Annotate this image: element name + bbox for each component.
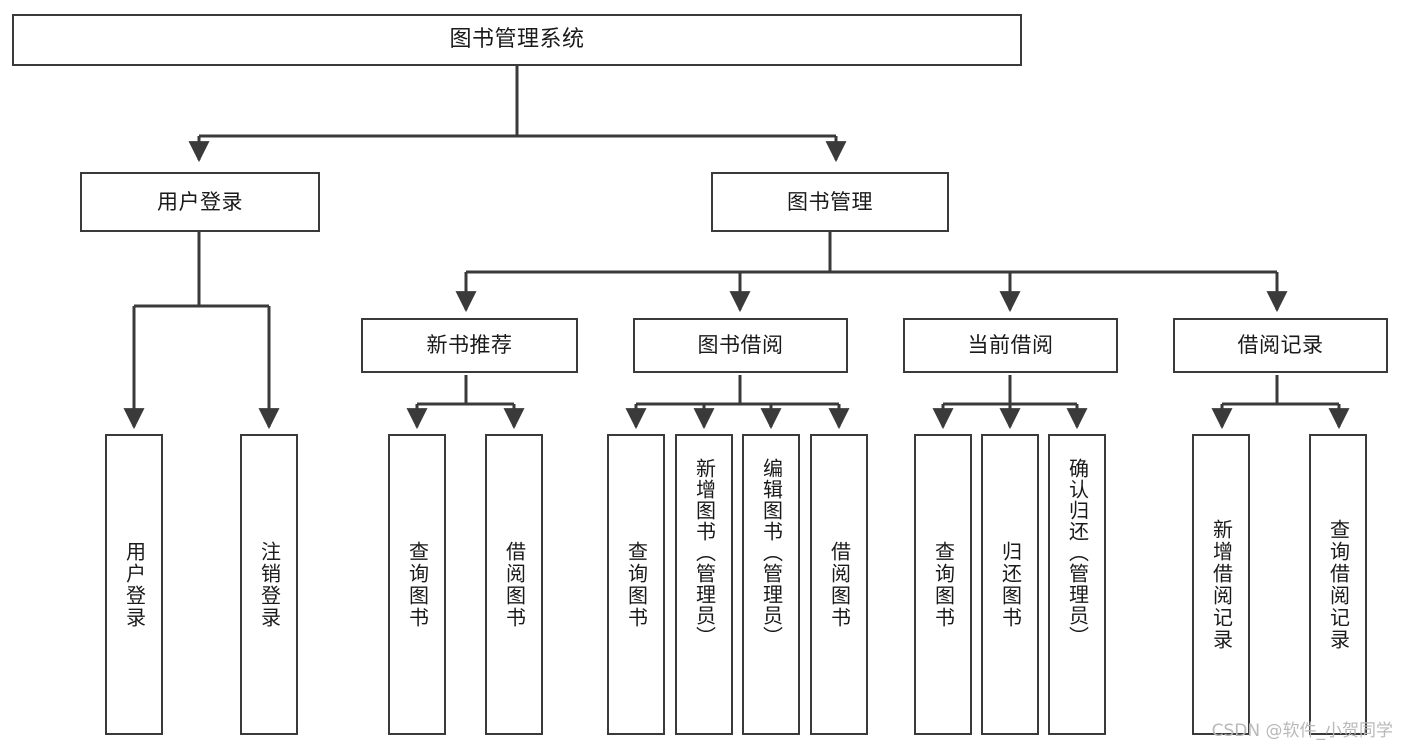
- node-current-borrow[interactable]: 当前借阅: [903, 318, 1118, 373]
- node-leaf-borrow-book-2-label: 借阅图书: [827, 540, 852, 629]
- node-leaf-return-book-label: 归还图书: [998, 540, 1023, 629]
- node-leaf-query-book-1[interactable]: 查询图书: [388, 434, 446, 735]
- node-book-manage-label: 图书管理: [787, 189, 873, 214]
- node-leaf-query-book-3-label: 查询图书: [931, 540, 956, 629]
- node-borrow-record-label: 借阅记录: [1237, 333, 1324, 358]
- node-leaf-query-book-3[interactable]: 查询图书: [914, 434, 972, 735]
- node-leaf-add-book-label: 新增图书（管理员）: [692, 458, 717, 647]
- node-leaf-confirm-return[interactable]: 确认归还（管理员）: [1048, 434, 1106, 735]
- node-book-borrow[interactable]: 图书借阅: [633, 318, 848, 373]
- node-leaf-add-record[interactable]: 新增借阅记录: [1192, 434, 1250, 735]
- node-user-login[interactable]: 用户登录: [80, 172, 320, 232]
- node-leaf-borrow-book-2[interactable]: 借阅图书: [810, 434, 868, 735]
- node-leaf-user-login[interactable]: 用户登录: [105, 434, 163, 735]
- node-new-book-recommend-label: 新书推荐: [426, 333, 513, 358]
- node-borrow-record[interactable]: 借阅记录: [1173, 318, 1388, 373]
- node-leaf-return-book[interactable]: 归还图书: [981, 434, 1039, 735]
- node-new-book-recommend[interactable]: 新书推荐: [361, 318, 578, 373]
- node-leaf-borrow-book-1[interactable]: 借阅图书: [485, 434, 543, 735]
- node-leaf-user-login-label: 用户登录: [122, 540, 147, 629]
- node-leaf-query-record-label: 查询借阅记录: [1326, 518, 1351, 651]
- node-root-label: 图书管理系统: [449, 27, 585, 53]
- node-leaf-query-book-1-label: 查询图书: [405, 540, 430, 629]
- node-leaf-logout-label: 注销登录: [257, 540, 282, 629]
- node-leaf-confirm-return-label: 确认归还（管理员）: [1065, 458, 1090, 647]
- node-leaf-add-record-label: 新增借阅记录: [1209, 518, 1234, 651]
- node-book-manage[interactable]: 图书管理: [711, 172, 949, 232]
- node-leaf-query-record[interactable]: 查询借阅记录: [1309, 434, 1367, 735]
- node-leaf-edit-book-label: 编辑图书（管理员）: [759, 458, 784, 647]
- node-leaf-query-book-2-label: 查询图书: [624, 540, 649, 629]
- node-leaf-query-book-2[interactable]: 查询图书: [607, 434, 665, 735]
- node-leaf-logout[interactable]: 注销登录: [240, 434, 298, 735]
- node-root[interactable]: 图书管理系统: [12, 14, 1022, 66]
- node-current-borrow-label: 当前借阅: [967, 333, 1054, 358]
- watermark-text: CSDN @软件_小贺同学: [1211, 721, 1393, 741]
- node-book-borrow-label: 图书借阅: [697, 333, 784, 358]
- node-leaf-add-book[interactable]: 新增图书（管理员）: [675, 434, 733, 735]
- node-leaf-edit-book[interactable]: 编辑图书（管理员）: [742, 434, 800, 735]
- node-leaf-borrow-book-1-label: 借阅图书: [502, 540, 527, 629]
- node-user-login-label: 用户登录: [157, 189, 243, 214]
